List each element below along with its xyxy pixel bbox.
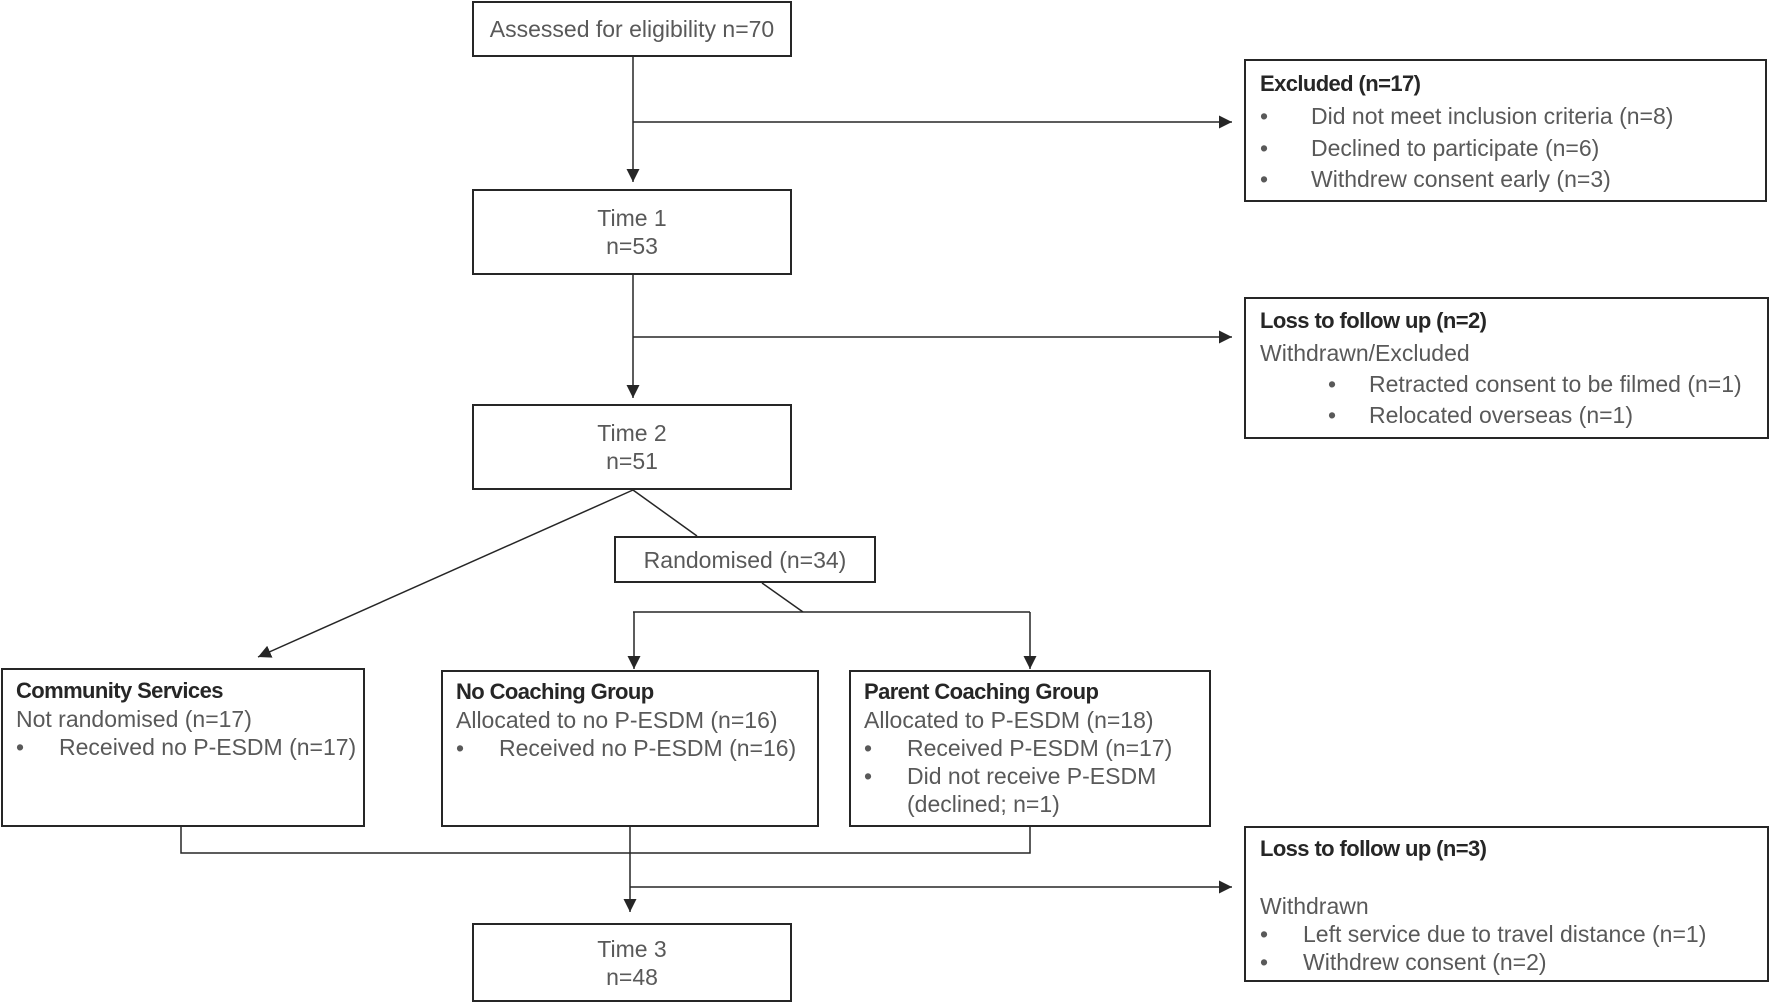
time2-box: Time 2 n=51 [472, 404, 792, 490]
bullet-icon: • [1260, 949, 1269, 975]
time2-label: Time 2 [597, 420, 667, 446]
arrow-time2-to-community [257, 489, 634, 658]
bullet-icon: • [1260, 135, 1269, 161]
assessed-label: Assessed for eligibility n=70 [489, 16, 775, 42]
time2-n: n=51 [606, 448, 658, 474]
nocoaching-subheading: Allocated to no P-ESDM (n=16) [456, 707, 778, 733]
time3-n: n=48 [606, 963, 658, 990]
loss1-subheading: Withdrawn/Excluded [1260, 340, 1470, 366]
line-groups-merge [180, 827, 1031, 854]
time3-box: Time 3 n=48 [472, 923, 792, 1002]
bullet-icon: • [864, 735, 873, 761]
loss1-heading: Loss to follow up (n=2) [1260, 308, 1487, 333]
time1-box: Time 1 n=53 [472, 189, 792, 275]
bullet-icon: • [16, 734, 25, 760]
parentcoaching-subheading: Allocated to P-ESDM (n=18) [864, 707, 1154, 733]
time1-label: Time 1 [597, 205, 667, 231]
line-randomised-split [761, 582, 804, 613]
excluded-box: Excluded (n=17) • Did not meet inclusion… [1244, 59, 1767, 202]
parentcoaching-item-continuation: (declined; n=1) [907, 791, 1060, 817]
randomised-label: Randomised (n=34) [643, 546, 847, 573]
parentcoaching-heading: Parent Coaching Group [864, 679, 1099, 704]
bullet-icon: • [456, 735, 465, 761]
community-subheading: Not randomised (n=17) [16, 706, 252, 732]
community-box: Community Services Not randomised (n=17)… [1, 668, 365, 827]
nocoaching-heading: No Coaching Group [456, 679, 654, 704]
community-heading: Community Services [16, 678, 223, 703]
line-time2-to-randomised [632, 489, 698, 537]
bullet-icon: • [1328, 402, 1337, 428]
loss2-heading: Loss to follow up (n=3) [1260, 836, 1487, 861]
parentcoaching-box: Parent Coaching Group Allocated to P-ESD… [849, 670, 1211, 827]
bullet-icon: • [864, 763, 873, 789]
bullet-icon: • [1260, 166, 1269, 192]
assessed-box: Assessed for eligibility n=70 [472, 1, 792, 57]
bullet-icon: • [1328, 371, 1337, 397]
loss2-subheading: Withdrawn [1260, 893, 1369, 919]
bullet-icon: • [1260, 103, 1269, 129]
time3-label: Time 3 [597, 935, 667, 962]
time1-n: n=53 [606, 233, 658, 259]
randomised-box: Randomised (n=34) [614, 536, 876, 583]
excluded-heading: Excluded (n=17) [1260, 71, 1421, 96]
loss1-box: Loss to follow up (n=2) Withdrawn/Exclud… [1244, 297, 1769, 439]
loss2-box: Loss to follow up (n=3) Withdrawn • Left… [1244, 826, 1769, 982]
bullet-icon: • [1260, 921, 1269, 947]
nocoaching-box: No Coaching Group Allocated to no P-ESDM… [441, 670, 819, 827]
